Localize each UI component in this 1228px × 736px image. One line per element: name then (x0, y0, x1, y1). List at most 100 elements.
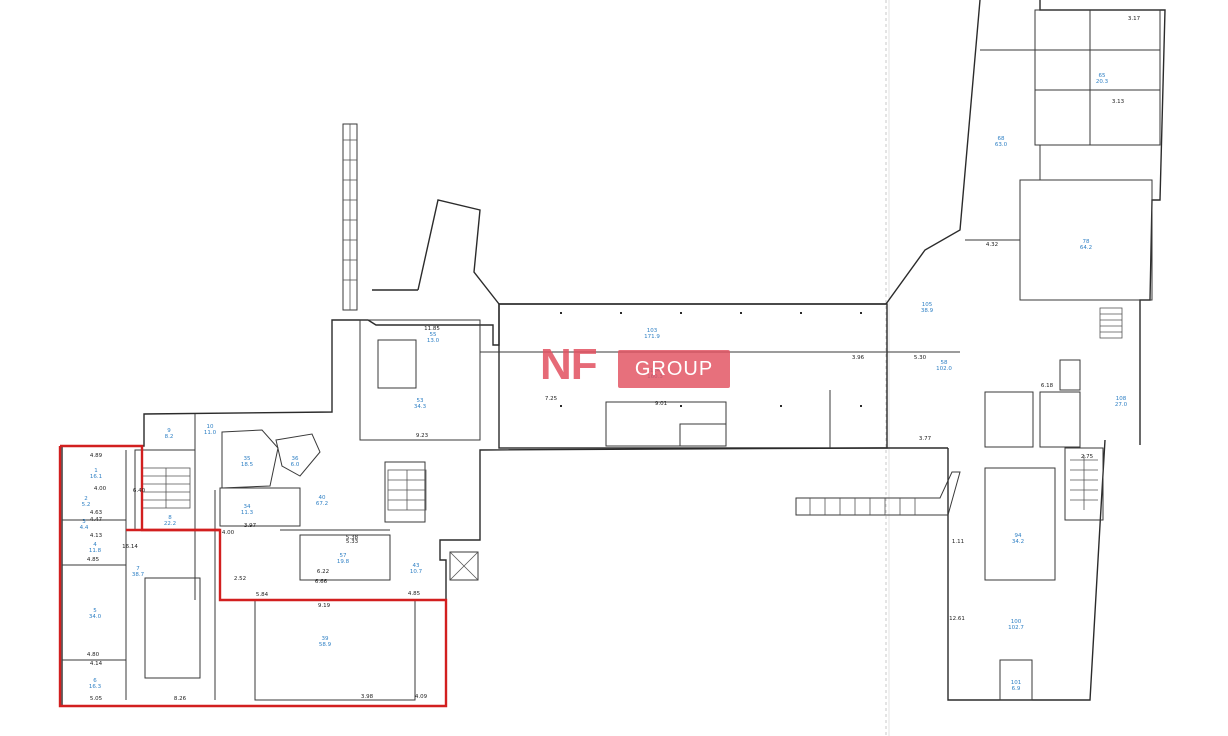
room-number: 3 (82, 519, 86, 525)
dimension-label: 5.30 (914, 355, 927, 361)
room-area: 102.7 (1008, 625, 1024, 631)
dimension-label: 4.32 (986, 242, 998, 248)
room-area: 34.0 (89, 614, 102, 620)
dimension-label: 1.11 (952, 539, 964, 545)
dimension-label: 3.13 (1112, 99, 1125, 105)
dimension-label: 5.38 (346, 535, 359, 541)
dimension-label: 4.14 (90, 661, 103, 667)
room-area: 20.3 (1096, 79, 1109, 85)
dimension-label: 4.80 (87, 652, 100, 658)
dimension-label: 6.22 (317, 569, 329, 575)
room-number: 40 (319, 495, 326, 501)
dimension-label: 11.85 (424, 326, 440, 332)
highlighted-zone (58, 444, 448, 708)
room-area: 34.3 (414, 404, 427, 410)
dimension-label: 5.84 (256, 592, 269, 598)
room-area: 6.9 (1012, 686, 1021, 692)
room-area: 11.8 (89, 548, 102, 554)
logo-badge: GROUP (618, 350, 730, 388)
dimension-label: 4.13 (90, 533, 103, 539)
room-area: 38.9 (921, 308, 934, 314)
room-number: 6 (93, 678, 97, 684)
room-area: 63.0 (995, 142, 1008, 148)
room-number: 105 (922, 302, 933, 308)
dimension-label: 3.96 (852, 355, 865, 361)
room-area: 171.9 (644, 334, 660, 340)
room-area: 22.2 (164, 521, 176, 527)
room-number: 94 (1015, 533, 1022, 539)
room-number: 5 (93, 608, 97, 614)
room-number: 4 (93, 542, 97, 548)
dimension-label: 9.23 (416, 433, 429, 439)
room-area: 67.2 (316, 501, 328, 507)
room-area: 6.0 (291, 462, 300, 468)
room-number: 8 (168, 515, 172, 521)
room-number: 7 (136, 566, 140, 572)
room-number: 103 (647, 328, 658, 334)
room-area: 58.9 (319, 642, 332, 648)
room-area: 8.2 (165, 434, 174, 440)
room-number: 43 (413, 563, 420, 569)
room-area: 64.2 (1080, 245, 1092, 251)
room-number: 35 (244, 456, 251, 462)
dimension-label: 3.98 (361, 694, 374, 700)
dimension-label: 2.75 (1081, 454, 1094, 460)
logo-suffix: GROUP (634, 357, 714, 380)
dimension-label: 4.47 (90, 517, 103, 523)
dimension-label: 4.85 (408, 591, 421, 597)
room-number: 10 (207, 424, 214, 430)
room-area: 10.7 (410, 569, 423, 575)
dimension-label: 3.77 (919, 436, 932, 442)
room-area: 19.8 (337, 559, 350, 565)
room-number: 58 (941, 360, 948, 366)
dimension-label: 12.61 (949, 616, 965, 622)
room-number: 68 (998, 136, 1005, 142)
dimension-label: 3.17 (1128, 16, 1141, 22)
room-area: 18.5 (241, 462, 254, 468)
room-area: 11.0 (204, 430, 217, 436)
dimension-label: 6.66 (315, 579, 328, 585)
room-area: 102.0 (936, 366, 952, 372)
room-number: 65 (1099, 73, 1106, 79)
dimension-label: 6.40 (133, 488, 146, 494)
dimension-label: 6.18 (1041, 383, 1054, 389)
room-number: 101 (1011, 680, 1022, 686)
room-area: 5.2 (82, 502, 91, 508)
room-number: 1 (94, 468, 98, 474)
logo-brand: NF (540, 340, 598, 389)
dimension-label: 4.89 (90, 453, 103, 459)
dimension-label: 7.25 (545, 396, 558, 402)
room-area: 27.0 (1115, 402, 1128, 408)
dimension-label: 5.33 (346, 539, 359, 545)
right-wing-walls (795, 0, 1166, 701)
room-area: 11.3 (241, 510, 254, 516)
room-number: 36 (292, 456, 299, 462)
room-area: 34.2 (1012, 539, 1024, 545)
room-number: 108 (1116, 396, 1127, 402)
dimension-label: 9.19 (318, 603, 331, 609)
room-number: 2 (84, 496, 88, 502)
room-area: 16.3 (89, 684, 102, 690)
dimension-label: 4.85 (87, 557, 100, 563)
dimension-label: 4.00 (222, 530, 235, 536)
room-number: 53 (417, 398, 424, 404)
room-number: 34 (244, 504, 251, 510)
dimension-label: 8.26 (174, 696, 187, 702)
room-number: 100 (1011, 619, 1022, 625)
room-number: 39 (322, 636, 329, 642)
dimension-label: 2.52 (234, 576, 246, 582)
room-area: 4.4 (80, 525, 89, 531)
room-number: 55 (430, 332, 437, 338)
room-area: 38.7 (132, 572, 145, 578)
dimension-label: 3.97 (244, 523, 257, 529)
room-area: 16.1 (90, 474, 102, 480)
room-number: 57 (340, 553, 347, 559)
room-number: 9 (167, 428, 171, 434)
dimension-label: 4.63 (90, 510, 103, 516)
dimension-label: 16.14 (122, 544, 138, 550)
dimension-label: 9.01 (655, 401, 667, 407)
dimension-label: 4.00 (94, 486, 107, 492)
left-wing-walls (61, 123, 948, 707)
dimension-label: 4.09 (415, 694, 428, 700)
